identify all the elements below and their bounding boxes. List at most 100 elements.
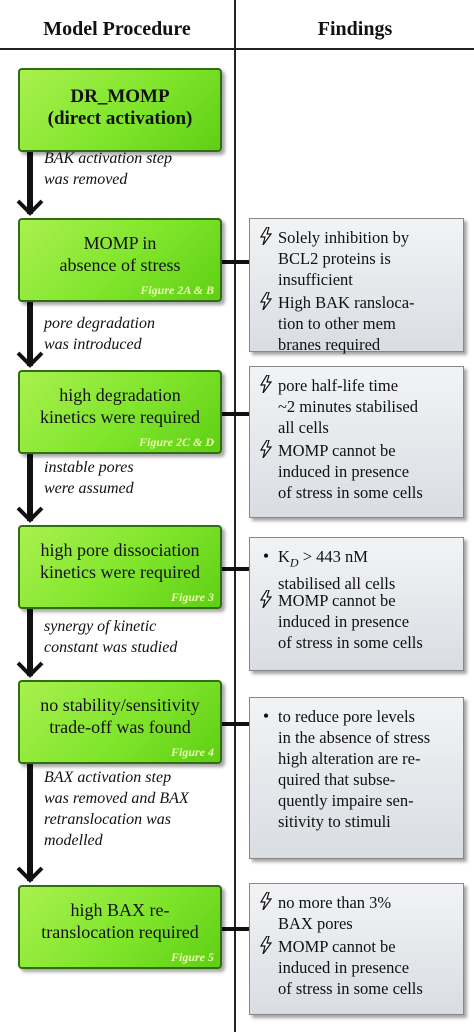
finding-item: MOMP cannot be induced in presence of stre… xyxy=(258,935,459,999)
finding-item: pore half-life time ~2 minutes stabilised… xyxy=(258,374,459,438)
step-line: was removed xyxy=(44,171,128,188)
finding-line: MOMP cannot be xyxy=(278,441,396,460)
finding-line: of stress in some cells xyxy=(278,633,423,652)
down-arrow-head xyxy=(16,351,44,368)
step-line: were assumed xyxy=(44,480,134,497)
finding-line: quired that subse- xyxy=(278,770,396,789)
lightning-icon xyxy=(258,226,274,252)
procedure-line: kinetics were required xyxy=(40,562,200,582)
procedure-line: DR_MOMP xyxy=(70,86,170,107)
step-line: synergy of kinetic xyxy=(44,618,157,635)
finding-line: in the absence of stress xyxy=(278,728,431,747)
figure-reference: Figure 4 xyxy=(170,745,214,759)
down-arrow-head xyxy=(16,199,44,216)
findings-header: Findings xyxy=(317,18,393,40)
findings-box: pore half-life time ~2 minutes stabilised… xyxy=(249,366,464,518)
procedure-line: high BAX re- xyxy=(70,900,170,920)
finding-line: tion to other mem xyxy=(278,314,396,333)
finding-line: induced in presence xyxy=(278,462,410,481)
step-line: pore degradation xyxy=(44,315,155,332)
lightning-icon xyxy=(258,589,274,615)
procedure-line: MOMP in xyxy=(83,233,157,253)
finding-line: MOMP cannot be xyxy=(278,591,396,610)
finding-line: induced in presence xyxy=(278,958,410,977)
step-line: was introduced xyxy=(44,336,142,353)
step-line: instable pores xyxy=(44,459,134,476)
finding-line: no more than 3% xyxy=(278,893,392,912)
step-line: BAX activation step xyxy=(44,769,172,786)
finding-line: quently impaire sen- xyxy=(278,791,414,810)
model-procedure-header: Model Procedure xyxy=(43,18,191,40)
step-line: BAK activation step xyxy=(44,150,172,167)
procedure-line: absence of stress xyxy=(59,255,181,275)
figure-reference: Figure 2A & B xyxy=(140,283,214,297)
procedure-line: high degradation xyxy=(59,385,181,405)
finding-item: MOMP cannot be induced in presence of stre… xyxy=(258,439,459,503)
down-arrow-head xyxy=(16,866,44,883)
finding-line: stabilised all cells xyxy=(278,574,396,594)
step-label: synergy of kinetic constant was studied xyxy=(44,616,234,658)
figure-reference: Figure 5 xyxy=(170,950,214,964)
lightning-icon xyxy=(258,439,274,465)
finding-line: High BAK ransloca- xyxy=(278,293,415,312)
procedure-line: no stability/sensitivity xyxy=(40,695,200,715)
finding-line: of stress in some cells xyxy=(278,483,423,502)
dot-icon: • xyxy=(262,546,270,566)
finding-item: no more than 3% BAX pores xyxy=(258,891,459,934)
step-line: constant was studied xyxy=(44,639,178,656)
dot-icon: • xyxy=(262,706,270,726)
step-label: pore degradation was introduced xyxy=(44,313,234,355)
step-line: was removed and BAX xyxy=(44,790,189,807)
finding-line: insufficient xyxy=(278,270,353,289)
lightning-icon xyxy=(258,374,274,400)
lightning-icon xyxy=(258,935,274,961)
figure-reference: Figure 2C & D xyxy=(138,435,214,449)
finding-item: • KD > 443 nM stabilised all cells xyxy=(258,546,459,594)
step-line: retranslocation was xyxy=(44,811,171,828)
finding-line: BCL2 proteins is xyxy=(278,249,391,268)
step-label: instable pores were assumed xyxy=(44,457,234,499)
procedure-line: trade-off was found xyxy=(49,717,191,737)
findings-box: • to reduce pore levels in the absence of … xyxy=(249,697,464,859)
finding-line: high alteration are re- xyxy=(278,749,421,768)
procedure-line: kinetics were required xyxy=(40,407,200,427)
finding-line: all cells xyxy=(278,418,329,437)
finding-line: ~2 minutes stabilised xyxy=(278,397,419,416)
finding-line: sitivity to stimuli xyxy=(278,812,391,831)
finding-item: • to reduce pore levels in the absence of … xyxy=(258,706,459,832)
procedure-line: high pore dissociation xyxy=(40,540,200,560)
down-arrow-head xyxy=(16,506,44,523)
finding-line: to reduce pore levels xyxy=(278,707,415,726)
finding-item: High BAK ransloca-tion to other mem brane… xyxy=(258,291,459,355)
step-line: modelled xyxy=(44,832,103,849)
procedure-line: translocation required xyxy=(41,922,199,942)
finding-line: pore half-life time xyxy=(278,376,399,395)
finding-line: KD > 443 nM xyxy=(278,547,368,570)
findings-box: Solely inhibition by BCL2 proteins is insu… xyxy=(249,218,464,355)
lightning-icon xyxy=(258,891,274,917)
finding-line: branes required xyxy=(278,335,381,354)
finding-line: BAX pores xyxy=(278,914,353,933)
finding-item: MOMP cannot be induced in presence of stre… xyxy=(258,589,459,653)
finding-item: Solely inhibition by BCL2 proteins is insu… xyxy=(258,226,459,290)
finding-line: MOMP cannot be xyxy=(278,937,396,956)
step-label: BAX activation step was removed and BAX re… xyxy=(44,767,234,851)
step-label: BAK activation step was removed xyxy=(44,148,234,190)
lightning-icon xyxy=(258,291,274,317)
column-divider xyxy=(234,0,236,1032)
down-arrow-head xyxy=(16,661,44,678)
figure-reference: Figure 3 xyxy=(170,590,214,604)
finding-line: of stress in some cells xyxy=(278,979,423,998)
header-divider xyxy=(0,48,474,50)
finding-line: induced in presence xyxy=(278,612,410,631)
finding-line: Solely inhibition by xyxy=(278,228,410,247)
procedure-box: DR_MOMP(direct activation) xyxy=(18,68,222,152)
